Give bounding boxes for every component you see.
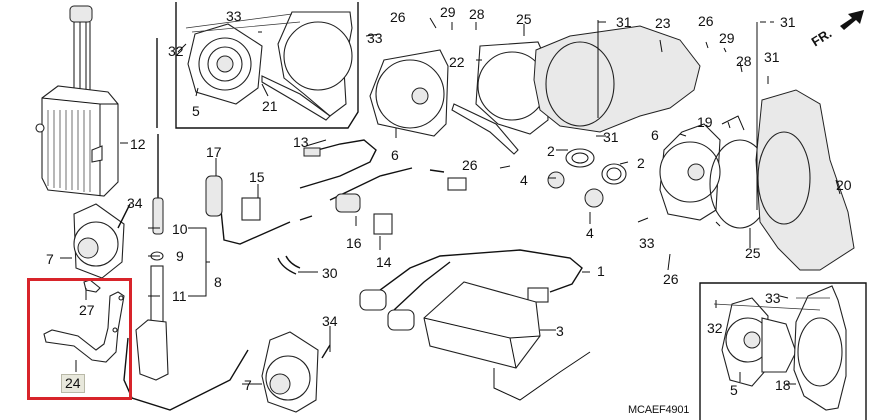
callout-16[interactable]: 16 [346,235,362,251]
screw-part-34-bottom [321,344,331,359]
callout-14[interactable]: 14 [376,254,392,270]
diagram-code: MCAEF4901 [628,404,690,416]
callout-2[interactable]: 2 [547,143,555,159]
callout-28[interactable]: 28 [469,6,485,22]
antenna-cable [123,337,249,411]
callout-31[interactable]: 31 [764,49,780,65]
callout-2[interactable]: 2 [637,155,645,171]
selected-part-highlight [27,278,132,400]
cover-part-23 [533,25,701,133]
holder-part-15 [241,197,261,221]
front-direction-arrow [840,10,864,30]
callout-17[interactable]: 17 [206,144,222,160]
callout-19[interactable]: 19 [697,114,713,130]
band-part-30 [277,255,301,275]
callout-15[interactable]: 15 [249,169,265,185]
callout-34[interactable]: 34 [127,195,143,211]
speaker-part-5-bottom [721,297,797,387]
inset-frame-bottom-right [699,282,867,420]
grommet-part-4-b [584,188,604,208]
callout-32[interactable]: 32 [707,320,723,336]
cable-long [219,199,313,245]
callout-26[interactable]: 26 [462,157,478,173]
grommet-part-2-a [565,148,595,168]
callout-3[interactable]: 3 [556,323,564,339]
harness-part-1 [371,249,583,297]
callout-25[interactable]: 25 [516,11,532,27]
callout-33[interactable]: 33 [765,290,781,306]
callout-33[interactable]: 33 [226,8,242,24]
callout-29[interactable]: 29 [719,30,735,46]
callout-26[interactable]: 26 [698,13,714,29]
callout-4[interactable]: 4 [520,172,528,188]
grommet-part-4-a [547,171,565,189]
callout-12[interactable]: 12 [130,136,146,152]
callout-21[interactable]: 21 [262,98,278,114]
callout-7[interactable]: 7 [46,251,54,267]
speaker-part-5-top [187,23,263,105]
speaker-part-7-left [73,203,125,279]
callout-26[interactable]: 26 [663,271,679,287]
callout-8[interactable]: 8 [214,274,222,290]
callout-9[interactable]: 9 [176,248,184,264]
callout-4[interactable]: 4 [586,225,594,241]
callout-28[interactable]: 28 [736,53,752,69]
screw-part-34-left [117,203,131,229]
speaker-part-7-bottom [261,331,319,413]
callout-27[interactable]: 27 [79,302,95,318]
housing-part-20 [755,89,855,271]
callout-22[interactable]: 22 [449,54,465,70]
cable-part-13 [299,139,377,189]
callout-30[interactable]: 30 [322,265,338,281]
inset-frame-top-left [175,2,359,129]
speaker-part-6-right [659,123,721,221]
speaker-part-6-center [369,49,449,137]
callout-13[interactable]: 13 [293,134,309,150]
callout-5[interactable]: 5 [192,103,200,119]
tuner-unit-part-12 [35,5,119,197]
callout-31[interactable]: 31 [780,14,796,30]
antenna-part-8 [135,38,169,381]
callout-5[interactable]: 5 [730,382,738,398]
callout-11[interactable]: 11 [172,288,187,304]
callout-29[interactable]: 29 [440,4,456,20]
cable-part-16 [329,167,445,201]
grommet-part-2-b [601,163,627,185]
callout-25[interactable]: 25 [745,245,761,261]
callout-26[interactable]: 26 [390,9,406,25]
callout-6[interactable]: 6 [391,147,399,163]
callout-23[interactable]: 23 [655,15,671,31]
callout-34[interactable]: 34 [322,313,338,329]
callout-24-selected[interactable]: 24 [61,374,85,393]
callout-1[interactable]: 1 [597,263,605,279]
callout-33[interactable]: 33 [639,235,655,251]
callout-33[interactable]: 33 [367,30,383,46]
callout-31[interactable]: 31 [603,129,619,145]
callout-31[interactable]: 31 [616,14,632,30]
bracket-part-18 [793,285,847,411]
bracket-part-24 [43,291,125,363]
bracket-part-22 [451,41,549,155]
callout-18[interactable]: 18 [775,377,791,393]
callout-32[interactable]: 32 [168,43,184,59]
bracket-part-21 [261,11,353,121]
callout-7[interactable]: 7 [244,377,252,393]
callout-20[interactable]: 20 [836,177,852,193]
clip-part-14 [373,213,393,235]
callout-6[interactable]: 6 [651,127,659,143]
module-part-3 [423,281,591,401]
callout-10[interactable]: 10 [172,221,188,237]
